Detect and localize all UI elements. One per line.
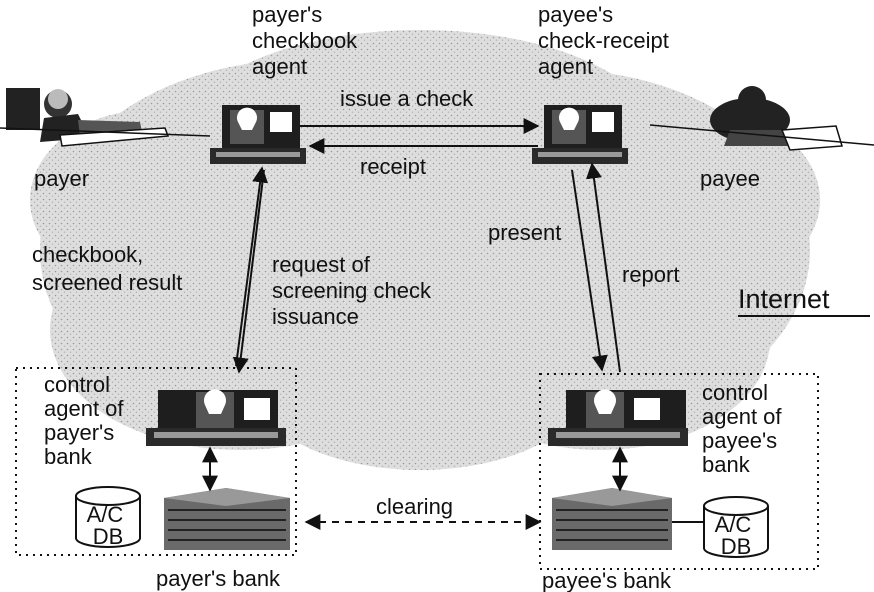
present-label: present [488, 220, 561, 245]
payer-bank-label: payer's bank [156, 566, 281, 591]
payer-database-icon [75, 486, 141, 548]
checkbook-result-arrow [235, 166, 269, 367]
checkbook-result-label: checkbook, screened result [32, 242, 182, 295]
report-label: report [622, 262, 679, 287]
receipt-label: receipt [360, 154, 426, 179]
issue-check-label: issue a check [340, 86, 474, 111]
payer-bank-box [15, 367, 297, 556]
payee-bank-label: payee's bank [542, 568, 672, 592]
db-left-label: A/C DB [87, 502, 130, 549]
payee-agent-label: payee's check-receipt agent [538, 2, 675, 79]
payer-agent-computer-icon [210, 105, 306, 164]
payee-label: payee [700, 166, 760, 191]
report-arrow [585, 162, 621, 373]
payee-agent-computer-icon [532, 105, 628, 164]
payee-bank-box [539, 373, 819, 570]
clearing-label: clearing [376, 494, 453, 519]
payer-agent-label: payer's checkbook agent [252, 2, 363, 79]
payee-person-icon [649, 86, 874, 151]
present-arrow [571, 169, 608, 372]
payer-label: payer [34, 166, 89, 191]
payer-person-icon [0, 88, 211, 147]
request-screening-arrow [232, 169, 265, 374]
payee-control-label: control agent of payee's bank [702, 380, 788, 477]
db-right-label: A/C DB [715, 512, 758, 559]
payee-control-computer-icon [548, 389, 688, 446]
internet-label: Internet [738, 284, 830, 314]
payee-database-icon [703, 496, 769, 558]
payer-control-label: control agent of payer's bank [44, 372, 130, 469]
payer-control-computer-icon [146, 389, 286, 446]
payer-bank-building-icon [164, 488, 290, 550]
payee-bank-building-icon [552, 488, 672, 550]
request-screening-label: request of screening check issuance [272, 252, 437, 329]
